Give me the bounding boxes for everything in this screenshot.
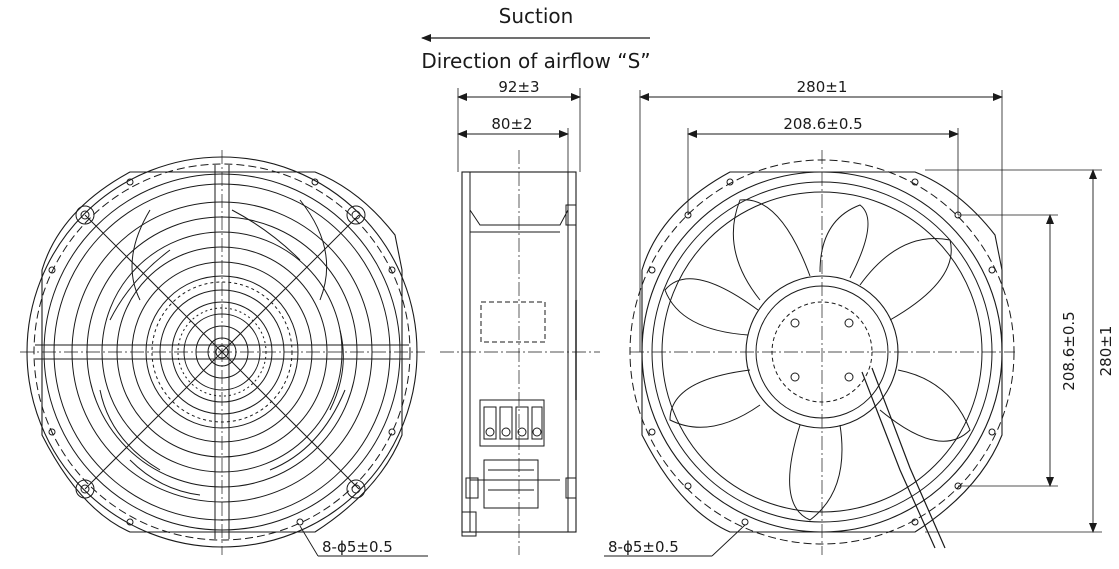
rear-overall-height-label: 280±1 [1097, 326, 1115, 377]
rear-overall-width-label: 280±1 [797, 78, 848, 96]
rear-hole-spacing-h-label: 208.6±0.5 [783, 115, 862, 133]
suction-label: Suction [499, 4, 574, 28]
side-overall-depth-label: 92±3 [498, 78, 539, 96]
front-mount-holes-label: 8-ϕ5±0.5 [322, 538, 393, 556]
airflow-header: Suction Direction of airflow “S” [421, 4, 651, 73]
side-frame-depth-label: 80±2 [491, 115, 532, 133]
rear-view [604, 90, 1102, 557]
airflow-direction-label: Direction of airflow “S” [421, 49, 650, 73]
rear-hole-spacing-v-label: 208.6±0.5 [1060, 311, 1078, 390]
rear-mount-holes-label: 8-ϕ5±0.5 [608, 538, 679, 556]
front-view [20, 150, 428, 557]
side-view [440, 88, 600, 555]
